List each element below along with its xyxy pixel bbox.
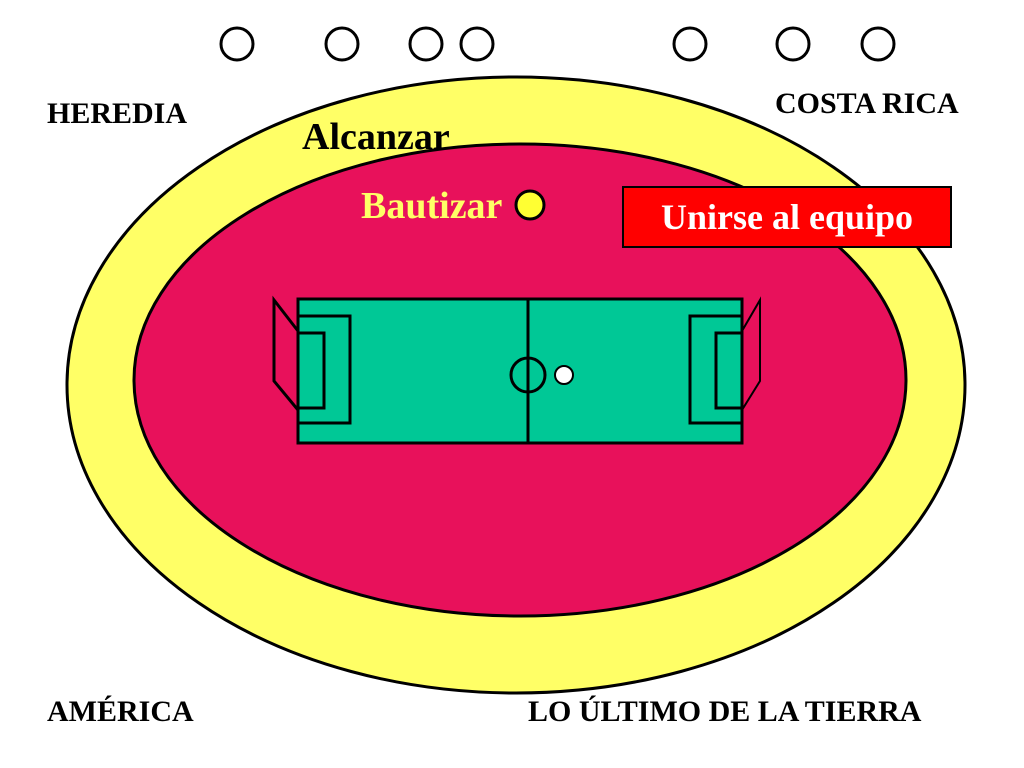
player-marker-icon <box>775 26 811 62</box>
soccer-pitch <box>272 295 761 445</box>
pitch-surface <box>296 297 744 445</box>
left-goal-area <box>296 331 326 410</box>
label-bautizar: Bautizar <box>361 185 503 227</box>
yellow-ball-icon <box>514 189 546 221</box>
player-marker-icon <box>459 26 495 62</box>
player-marker-icon <box>408 26 444 62</box>
white-ball-icon <box>554 365 574 385</box>
join-team-button[interactable]: Unirse al equipo <box>622 186 952 248</box>
right-goal-area <box>714 331 744 410</box>
label-america: AMÉRICA <box>47 695 194 728</box>
right-goal-net <box>741 296 761 411</box>
label-costa-rica: COSTA RICA <box>775 87 959 120</box>
player-marker-icon <box>219 26 255 62</box>
player-marker-icon <box>324 26 360 62</box>
player-markers <box>219 26 896 62</box>
center-circle <box>509 356 547 394</box>
label-heredia: HEREDIA <box>47 97 188 130</box>
player-marker-icon <box>672 26 708 62</box>
player-marker-icon <box>860 26 896 62</box>
left-goal-net <box>272 295 300 411</box>
label-lo-ultimo: LO ÚLTIMO DE LA TIERRA <box>528 695 922 728</box>
label-alcanzar: Alcanzar <box>302 116 450 158</box>
